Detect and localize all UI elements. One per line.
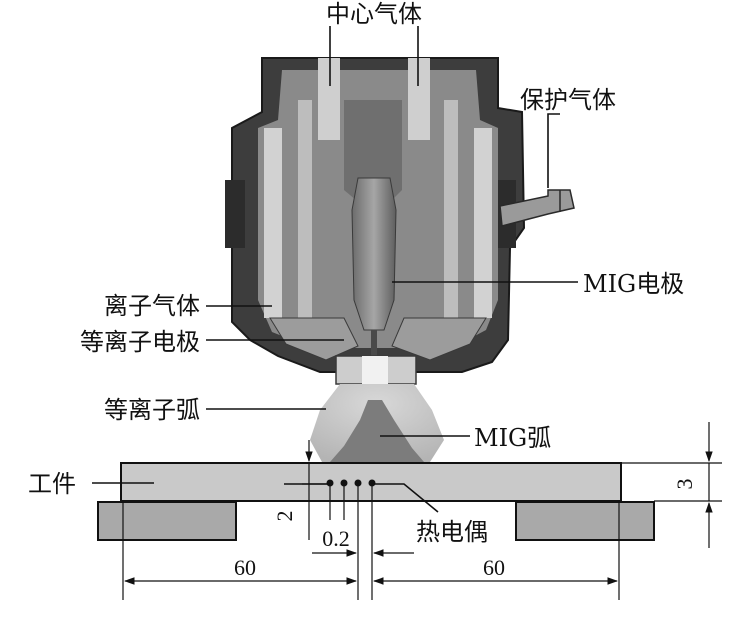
mig-arc-shape bbox=[330, 400, 424, 462]
ion-gas-label: 离子气体 bbox=[104, 292, 200, 320]
torch-left-flange bbox=[225, 180, 245, 248]
spacing-value: 0.2 bbox=[322, 526, 350, 551]
length-dimensions bbox=[122, 501, 620, 600]
depth-value: 2 bbox=[272, 511, 297, 522]
depth-dimension bbox=[302, 440, 330, 540]
mig-arc-label: MIG弧 bbox=[474, 424, 551, 452]
mig-electrode-label: MIG电极 bbox=[583, 270, 684, 298]
left-length-value: 60 bbox=[234, 555, 256, 580]
shield-gas-inlet bbox=[499, 189, 575, 227]
thermocouple-leader bbox=[374, 483, 439, 513]
shield-gas-leader bbox=[547, 113, 560, 188]
center-gas-label: 中心气体 bbox=[326, 0, 422, 28]
welding-torch bbox=[225, 57, 575, 400]
plasma-arc-label: 等离子弧 bbox=[104, 396, 200, 424]
right-support-block bbox=[515, 501, 655, 541]
plasma-electrode-label: 等离子电极 bbox=[80, 328, 200, 356]
thermocouple-label: 热电偶 bbox=[416, 518, 488, 546]
left-support-block bbox=[97, 501, 237, 541]
torch-left-sleeve bbox=[264, 128, 282, 318]
shield-gas-label: 保护气体 bbox=[520, 86, 616, 114]
torch-right-sleeve bbox=[474, 128, 492, 318]
mig-electrode-body bbox=[351, 177, 397, 331]
right-length-value: 60 bbox=[483, 555, 505, 580]
thickness-dimension bbox=[621, 422, 722, 548]
spacing-dimension bbox=[312, 520, 414, 600]
workpiece-label: 工件 bbox=[28, 470, 76, 498]
center-gas-channel-left bbox=[318, 58, 340, 140]
thickness-value: 3 bbox=[672, 479, 697, 490]
center-gas-channel-right bbox=[408, 58, 430, 140]
plasma-electrode-cone-right bbox=[391, 317, 487, 361]
